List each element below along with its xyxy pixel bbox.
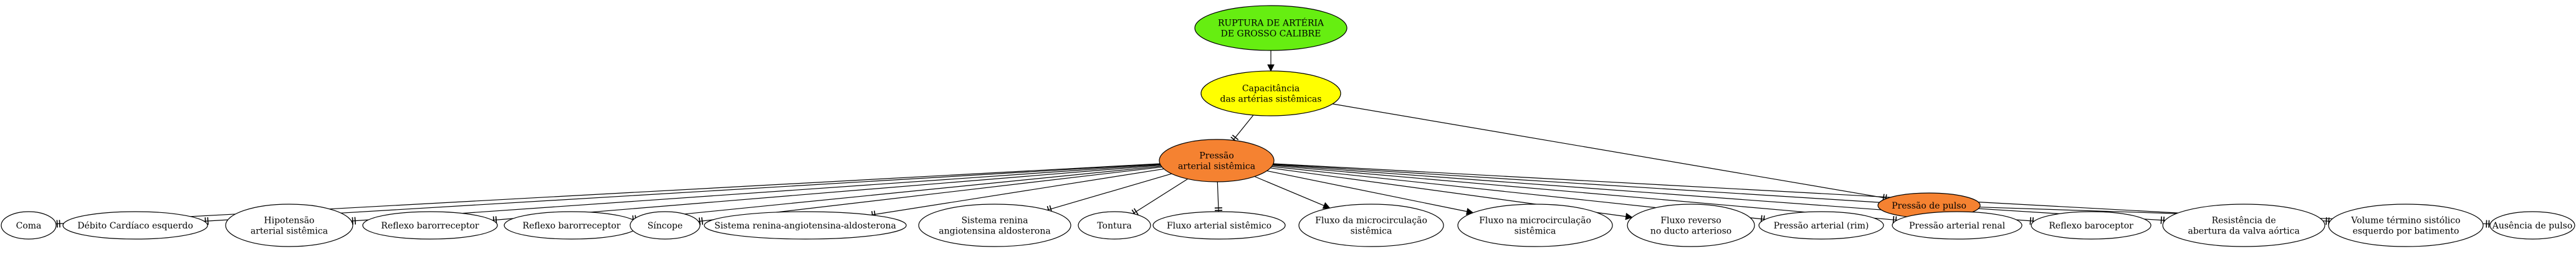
node-label: RUPTURA DE ARTÉRIA bbox=[1218, 17, 1324, 29]
node-label: Fluxo na microcirculação bbox=[1479, 216, 1591, 226]
node-ellipse bbox=[1200, 70, 1341, 116]
node-label: Resistência de bbox=[2212, 216, 2276, 226]
edge-pressao-to-fluxo_micro bbox=[1254, 176, 1331, 209]
edge-ruptura-to-capacitancia bbox=[1267, 50, 1275, 72]
node-ellipse bbox=[1, 211, 57, 240]
node-ellipse bbox=[2328, 204, 2484, 247]
node-label: Sistema renina-angiotensina-aldosterona bbox=[714, 221, 896, 231]
edge-pressao-to-reflexo2 bbox=[631, 166, 1162, 223]
node-label: Capacitância bbox=[1242, 84, 1300, 94]
node-label: DE GROSSO CALIBRE bbox=[1221, 29, 1321, 39]
node-label: Pressão arterial renal bbox=[1909, 221, 2006, 231]
node-label: Síncope bbox=[648, 221, 683, 231]
node-label: Tontura bbox=[1097, 221, 1131, 231]
node-ellipse bbox=[2489, 211, 2575, 240]
node-ellipse bbox=[225, 204, 353, 247]
node-fluxo_sist[interactable]: Fluxo arterial sistêmico bbox=[1152, 211, 1286, 240]
node-label: Fluxo reverso bbox=[1660, 216, 1721, 226]
node-label: sistêmica bbox=[1515, 227, 1556, 237]
node-label: sistêmica bbox=[1351, 227, 1392, 237]
node-label: arterial sistêmica bbox=[1178, 162, 1255, 172]
node-label: Fluxo arterial sistêmico bbox=[1167, 221, 1271, 231]
edge-capacitancia-to-pressao bbox=[1230, 115, 1254, 143]
edge-pressao-to-volume bbox=[1273, 163, 2330, 225]
node-pa_rim[interactable]: Pressão arterial (rim) bbox=[1758, 211, 1884, 240]
node-label: angiotensina aldosterona bbox=[939, 227, 1050, 237]
node-label: Pressão bbox=[1199, 151, 1234, 161]
node-ellipse bbox=[1152, 211, 1286, 240]
node-label: Reflexo barorreceptor bbox=[522, 221, 620, 231]
node-label: no ducto arterioso bbox=[1650, 227, 1731, 237]
arrowhead-icon bbox=[1322, 202, 1331, 209]
node-ellipse bbox=[1627, 204, 1755, 247]
node-ellipse bbox=[1457, 204, 1613, 247]
node-debito[interactable]: Débito Cardíaco esquerdo bbox=[62, 211, 208, 240]
node-baroceptor[interactable]: Reflexo baroceptor bbox=[2031, 211, 2152, 240]
node-label: Coma bbox=[16, 221, 42, 231]
edge-capacitancia-to-pulso bbox=[1332, 103, 1887, 202]
node-pa_renal[interactable]: Pressão arterial renal bbox=[1892, 211, 2023, 240]
edge-pressao-to-tontura bbox=[1131, 178, 1188, 217]
node-ellipse bbox=[62, 211, 208, 240]
node-label: Débito Cardíaco esquerdo bbox=[77, 221, 193, 231]
node-ellipse bbox=[1892, 211, 2023, 240]
node-sraa[interactable]: Sistema renina-angiotensina-aldosterona bbox=[704, 211, 907, 240]
tee-head-icon bbox=[2029, 217, 2031, 225]
node-label: Reflexo baroceptor bbox=[2049, 221, 2133, 231]
node-ellipse bbox=[1298, 204, 1444, 247]
arrowhead-icon bbox=[1625, 212, 1633, 220]
node-label: Volume término sistólico bbox=[2350, 216, 2460, 226]
node-label: Hipotensão bbox=[264, 216, 315, 226]
edge-pressao-to-sra2 bbox=[1046, 173, 1172, 214]
node-ellipse bbox=[2031, 211, 2152, 240]
node-ellipse bbox=[2162, 204, 2325, 247]
node-reflexo2[interactable]: Reflexo barorreceptor bbox=[504, 211, 639, 240]
edge-pressao-to-fluxo_sist bbox=[1214, 181, 1223, 212]
node-coma[interactable]: Coma bbox=[1, 211, 57, 240]
node-ellipse bbox=[1159, 139, 1275, 182]
node-reflexo1[interactable]: Reflexo barorreceptor bbox=[362, 211, 498, 240]
node-label: Pressão arterial (rim) bbox=[1774, 221, 1869, 231]
node-ellipse bbox=[704, 211, 907, 240]
node-label: Ausência de pulso bbox=[2492, 221, 2573, 231]
node-sincope[interactable]: Síncope bbox=[630, 211, 701, 240]
node-label: Sistema renina bbox=[961, 216, 1028, 226]
node-ellipse bbox=[1758, 211, 1884, 240]
node-ellipse bbox=[630, 211, 701, 240]
node-ellipse bbox=[1194, 5, 1348, 51]
node-ellipse bbox=[1078, 211, 1151, 240]
arrowhead-icon bbox=[1267, 64, 1275, 72]
node-label: das artérias sistêmicas bbox=[1220, 95, 1322, 105]
edge-pressao-to-resistencia bbox=[1273, 164, 2165, 224]
node-label: esquerdo por batimento bbox=[2353, 227, 2459, 237]
node-label: Reflexo barorreceptor bbox=[381, 221, 479, 231]
node-ellipse bbox=[362, 211, 498, 240]
node-tontura[interactable]: Tontura bbox=[1078, 211, 1151, 240]
node-label: abertura da valva aórtica bbox=[2188, 227, 2299, 237]
node-ausencia[interactable]: Ausência de pulso bbox=[2489, 211, 2575, 240]
node-label: arterial sistêmica bbox=[251, 227, 328, 237]
node-label: Pressão de pulso bbox=[1892, 201, 1966, 211]
node-label: Fluxo da microcirculação bbox=[1315, 216, 1427, 226]
node-ellipse bbox=[918, 204, 1071, 247]
